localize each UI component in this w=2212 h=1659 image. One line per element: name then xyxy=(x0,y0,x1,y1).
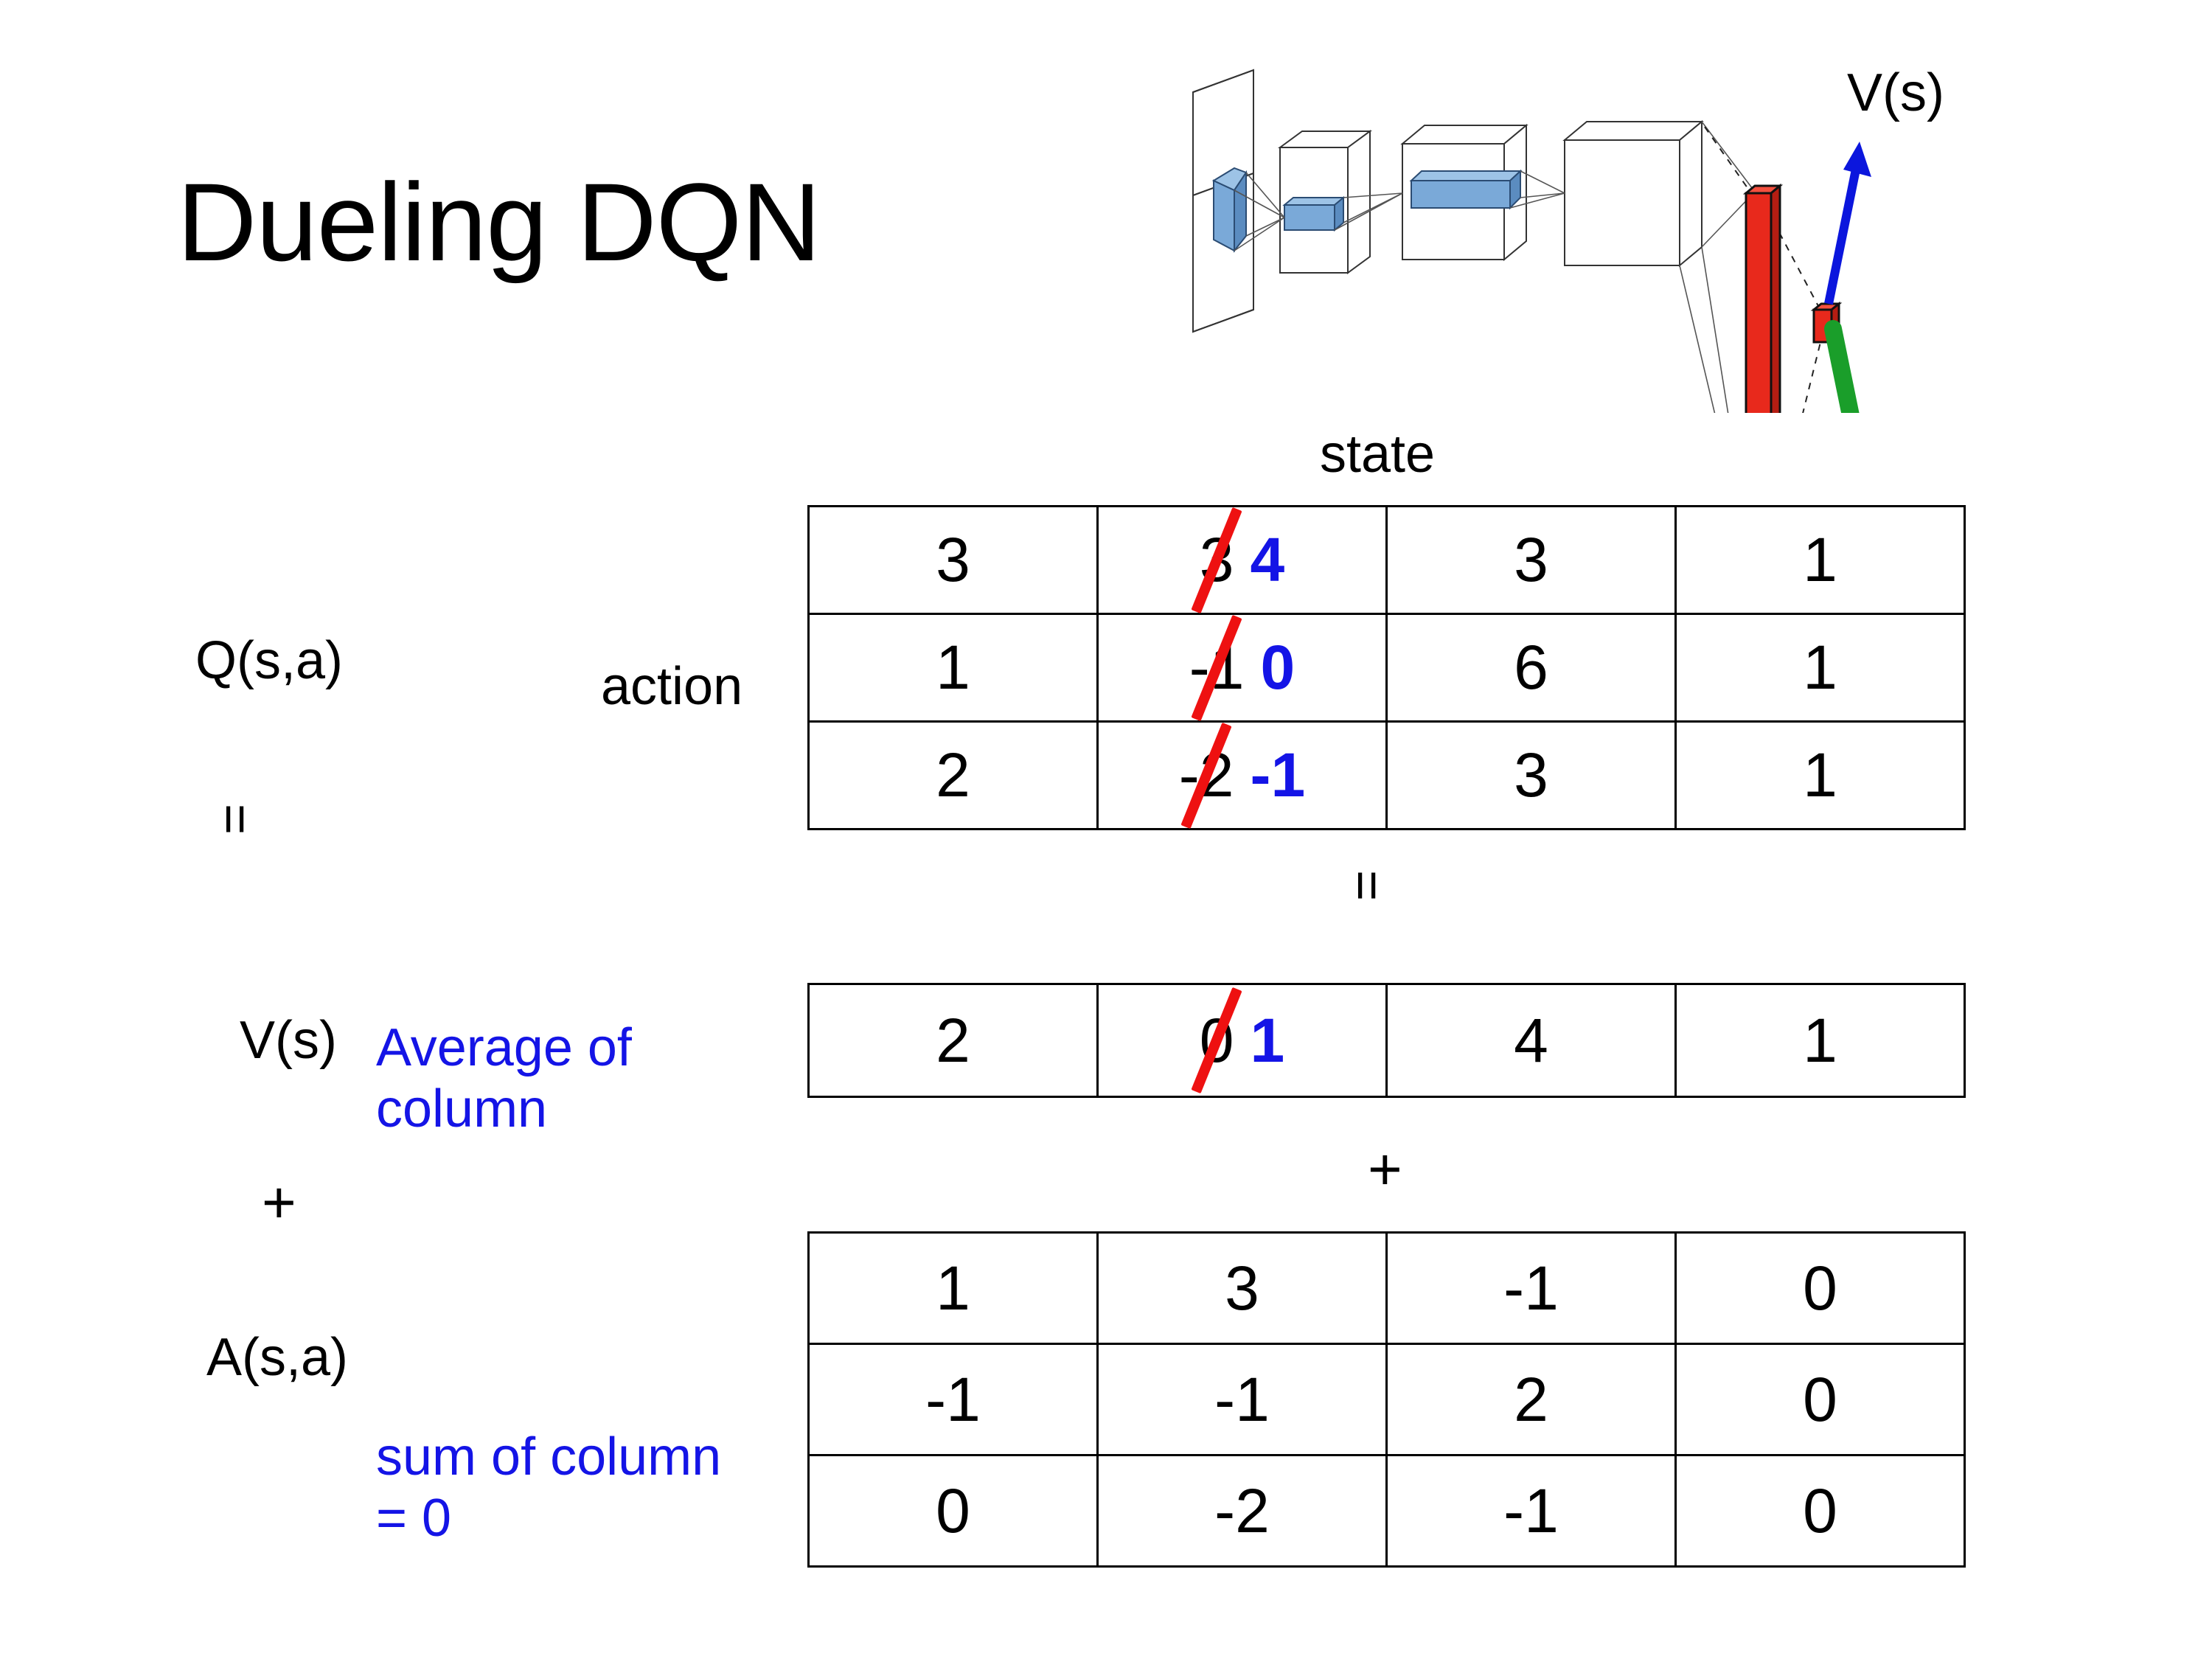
table-cell: 2 xyxy=(1385,1343,1677,1456)
table-cell: 3 xyxy=(807,505,1099,615)
table-cell: -1 xyxy=(1385,1454,1677,1568)
table-cell: 4 xyxy=(1385,983,1677,1098)
table-cell: 1 xyxy=(1674,720,1966,830)
old-value: -2 xyxy=(1179,722,1234,829)
old-value: 0 xyxy=(1191,987,1242,1094)
plus-sign-middle: + xyxy=(1368,1136,1402,1202)
equals-sign-left: = xyxy=(206,804,265,835)
plus-sign-left: + xyxy=(262,1169,296,1235)
input-patch-icon xyxy=(1211,167,1248,253)
table-cell: 2 xyxy=(807,983,1099,1098)
strikethrough-icon xyxy=(1191,987,1242,1094)
conv-layer-3-icon xyxy=(1562,119,1704,268)
average-of-column-note: Average of column xyxy=(376,1018,632,1138)
table-cell: 1 xyxy=(807,613,1099,723)
new-value: 4 xyxy=(1250,525,1285,594)
value-stream-neurons-icon xyxy=(1742,183,1784,413)
old-value: 3 xyxy=(1191,507,1242,613)
strikethrough-icon xyxy=(1191,507,1242,613)
page-title: Dueling DQN xyxy=(177,160,821,284)
v-table-label: V(s) xyxy=(240,1011,337,1070)
table-cell: 2 xyxy=(807,720,1099,830)
table-cell: 3 xyxy=(1385,505,1677,615)
table-cell: 6 xyxy=(1385,613,1677,723)
value-arrow-icon xyxy=(1824,142,1871,305)
network-svg: State s V(s) A(s,a) Q(s,a) = A(s,a)+V(s)… xyxy=(1192,63,1944,413)
edited-cell: -2-1 xyxy=(1179,722,1306,829)
old-value: -1 xyxy=(1189,614,1244,721)
table-cell: -1 xyxy=(807,1343,1099,1456)
new-value: -1 xyxy=(1250,740,1306,810)
aggregation-links-icon xyxy=(1824,320,1860,413)
state-axis-label: state xyxy=(1320,425,1436,484)
diagram-value-output-label: V(s) xyxy=(1847,63,1944,122)
equals-sign-middle: = xyxy=(1338,870,1397,902)
value-stream-links xyxy=(1704,126,1826,413)
table-cell: 1 xyxy=(1674,613,1966,723)
table-cell: -2-1 xyxy=(1096,720,1388,830)
dueling-network-diagram: State s V(s) A(s,a) Q(s,a) = A(s,a)+V(s)… xyxy=(1069,0,2212,413)
table-cell: 1 xyxy=(1674,505,1966,615)
strikethrough-icon xyxy=(1180,722,1232,829)
table-cell: 0 xyxy=(1674,1343,1966,1456)
table-cell: -1 xyxy=(1096,1343,1388,1456)
conv-layer-2-icon xyxy=(1400,123,1528,262)
table-cell: -1 xyxy=(1385,1231,1677,1345)
connection-lines xyxy=(1234,121,1756,413)
table-cell: 0 xyxy=(1674,1231,1966,1345)
table-cell: 3 xyxy=(1385,720,1677,830)
table-cell: 0 xyxy=(1674,1454,1966,1568)
table-cell: 0 xyxy=(807,1454,1099,1568)
strikethrough-icon xyxy=(1191,614,1242,721)
table-cell: -2 xyxy=(1096,1454,1388,1568)
conv-layer-1-icon xyxy=(1277,130,1373,274)
a-table-label: A(s,a) xyxy=(206,1328,349,1387)
sum-of-column-note: sum of column = 0 xyxy=(376,1427,722,1548)
action-axis-label: action xyxy=(601,657,743,716)
table-cell: 3 xyxy=(1096,1231,1388,1345)
table-cell: 1 xyxy=(1674,983,1966,1098)
new-value: 1 xyxy=(1250,1005,1285,1075)
table-cell: 1 xyxy=(807,1231,1099,1345)
q-table-label: Q(s,a) xyxy=(195,631,344,690)
new-value: 0 xyxy=(1260,633,1295,702)
